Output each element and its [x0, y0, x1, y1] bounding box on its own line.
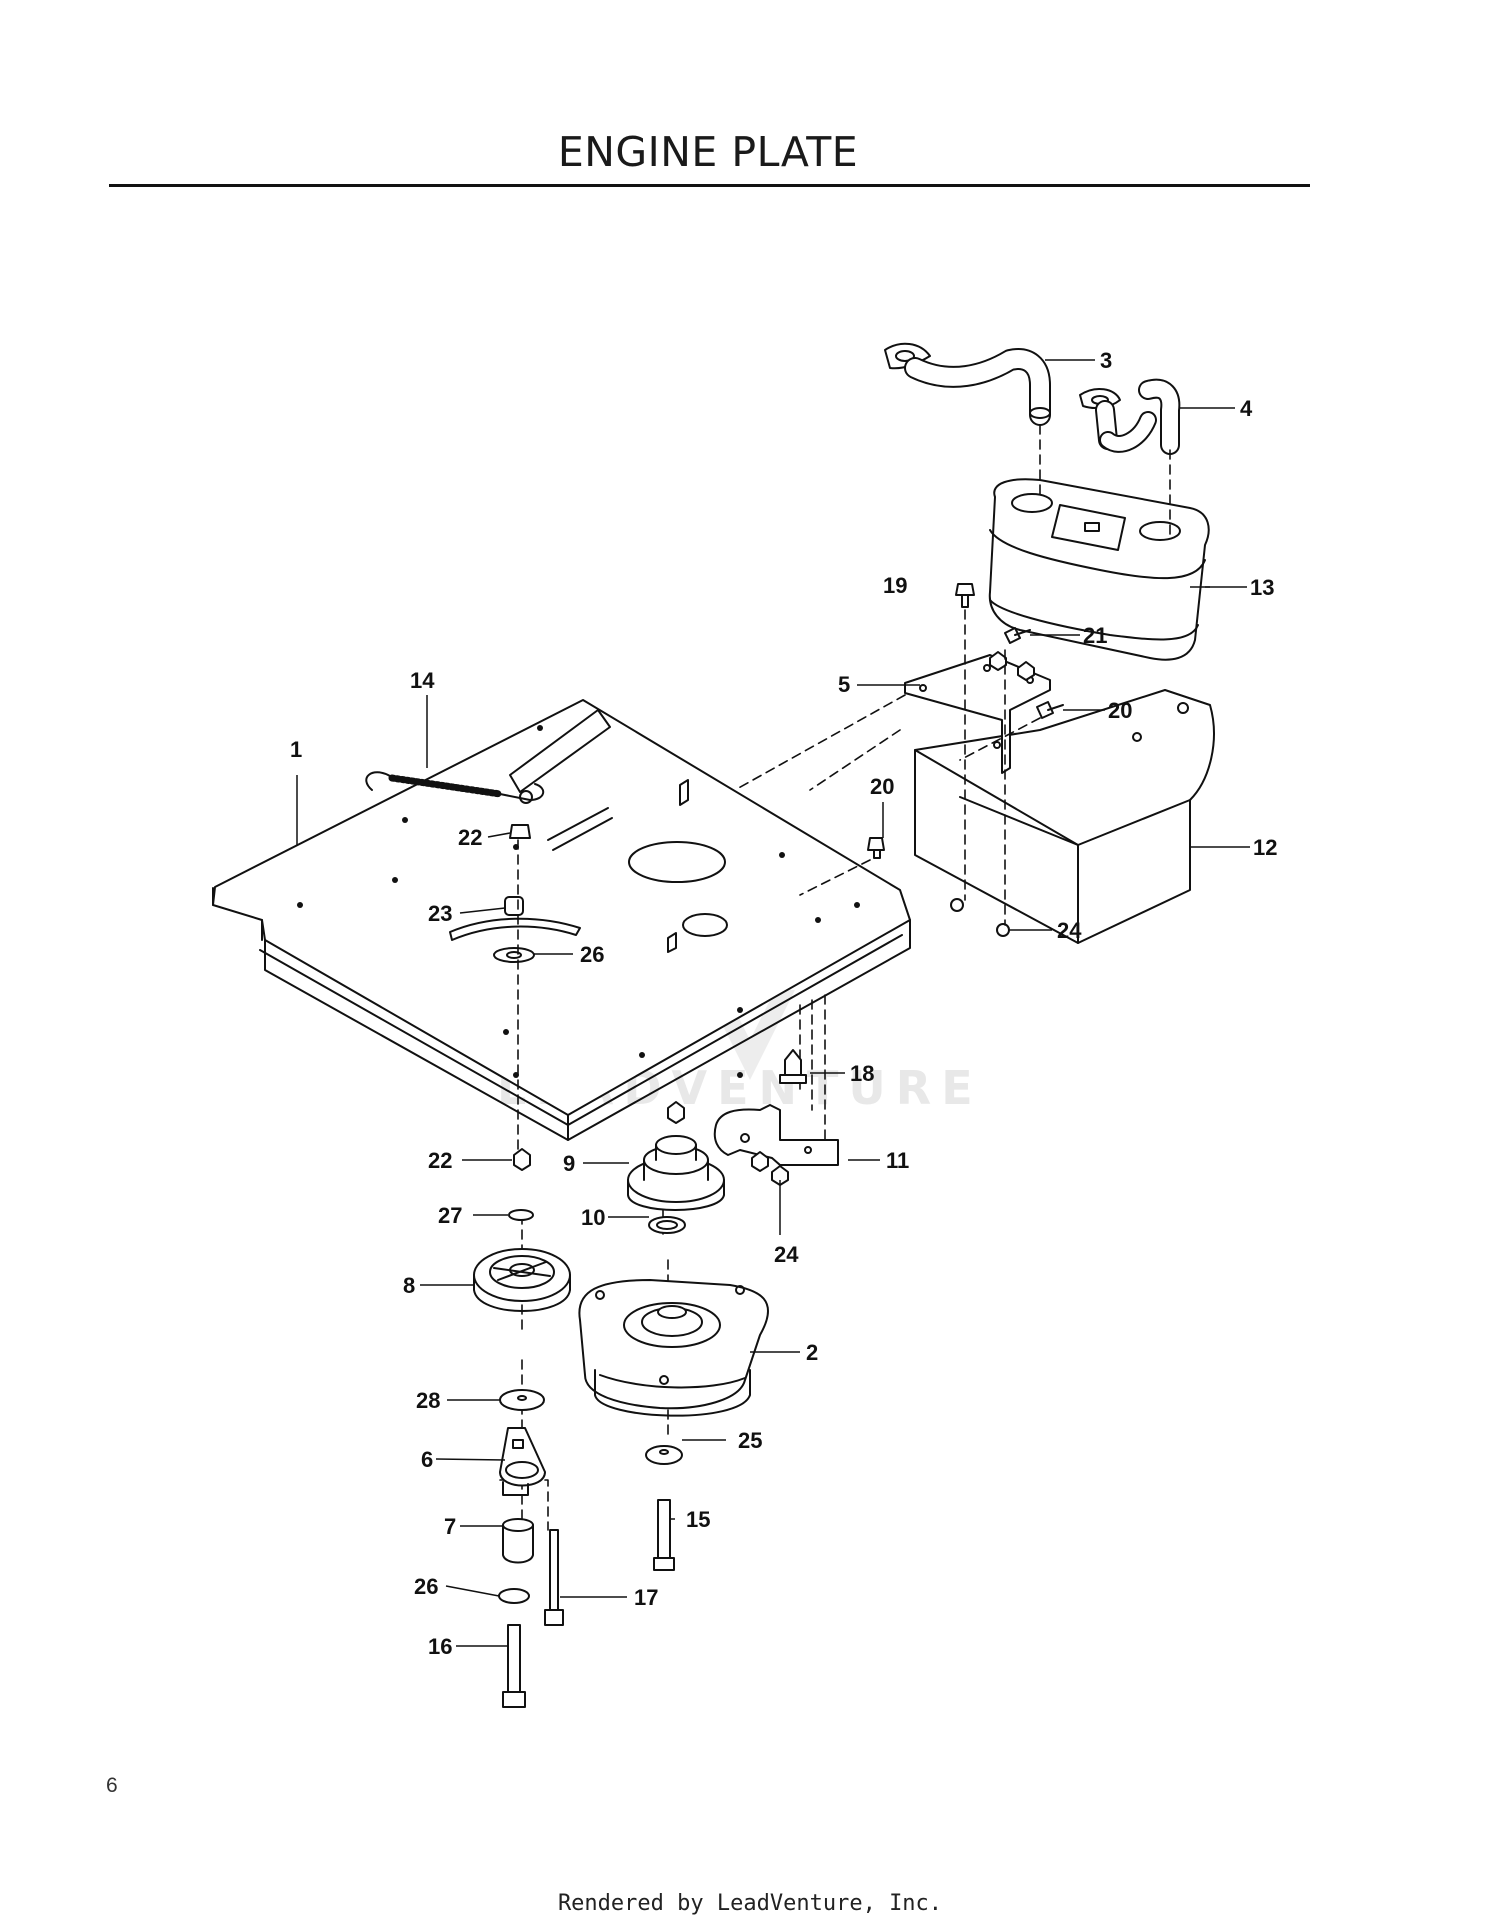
- callout-20b: 20: [870, 774, 894, 799]
- bolt-18: [779, 1049, 807, 1084]
- bolt-21: [1004, 627, 1031, 644]
- page-title: ENGINE PLATE: [557, 128, 859, 176]
- nut-24-right: [996, 923, 1010, 937]
- exhaust-pipe-left: [884, 342, 1051, 426]
- callout-24b: 24: [774, 1242, 799, 1267]
- callout-6: 6: [421, 1447, 433, 1472]
- callout-leaders: [296, 359, 1250, 1647]
- bolt-15: [653, 1499, 675, 1571]
- tension-spring: [365, 771, 545, 804]
- callout-21: 21: [1083, 623, 1107, 648]
- idler-pulley-9: [627, 1101, 725, 1211]
- callout-19: 19: [883, 573, 907, 598]
- callout-14: 14: [410, 668, 435, 693]
- pto-clutch: [578, 1279, 770, 1417]
- idler-arm: [499, 1427, 546, 1496]
- title-rule: [109, 184, 1310, 187]
- callout-26a: 26: [580, 942, 604, 967]
- bolt-20-upper: [1036, 701, 1064, 719]
- heat-shield: [914, 689, 1215, 944]
- callout-11: 11: [886, 1148, 909, 1173]
- exhaust-pipe-right: [1079, 378, 1181, 455]
- callout-22b: 22: [428, 1148, 452, 1173]
- callout-7: 7: [444, 1514, 456, 1539]
- callout-12: 12: [1253, 835, 1277, 860]
- callout-16: 16: [428, 1634, 452, 1659]
- washer-26-lower: [498, 1588, 530, 1604]
- idler-slot: [449, 896, 581, 963]
- callout-28: 28: [416, 1388, 440, 1413]
- callout-24a: 24: [1057, 918, 1082, 943]
- spacer-10: [648, 1216, 686, 1234]
- callout-26b: 26: [414, 1574, 438, 1599]
- callout-20a: 20: [1108, 698, 1132, 723]
- bushing-7: [502, 1518, 534, 1564]
- callout-4: 4: [1240, 396, 1253, 421]
- callout-1: 1: [290, 737, 302, 762]
- callout-18: 18: [850, 1061, 874, 1086]
- callout-25: 25: [738, 1428, 762, 1453]
- callout-10: 10: [581, 1205, 605, 1230]
- callout-13: 13: [1250, 575, 1274, 600]
- idler-bracket: [713, 1104, 839, 1166]
- bolt-16: [502, 1624, 526, 1708]
- bolt-19: [955, 583, 975, 608]
- muffler: [988, 478, 1210, 661]
- callout-2: 2: [806, 1340, 818, 1365]
- hex-nut-upper: [509, 824, 531, 839]
- callout-8: 8: [403, 1273, 415, 1298]
- page-number: 6: [106, 1774, 118, 1797]
- bolt-17: [544, 1529, 564, 1626]
- callout-22a: 22: [458, 825, 482, 850]
- footer-credit: Rendered by LeadVenture, Inc.: [557, 1891, 943, 1916]
- callout-3: 3: [1100, 348, 1112, 373]
- bolt-20-lower: [867, 837, 885, 859]
- hex-nut-lower: [513, 1148, 531, 1171]
- callout-15: 15: [686, 1507, 710, 1532]
- callout-numbers: 1 14 3 4 19 13 21 5 20 20 12 24 22 23 26…: [290, 348, 1277, 1659]
- nut-24-left: [950, 898, 964, 912]
- callout-5: 5: [838, 672, 850, 697]
- callout-9: 9: [563, 1151, 575, 1176]
- callout-27: 27: [438, 1203, 462, 1228]
- callout-17: 17: [634, 1585, 658, 1610]
- idler-pulley-8: [473, 1248, 571, 1312]
- washer-27: [508, 1209, 534, 1221]
- callout-23: 23: [428, 901, 452, 926]
- nut-24-bracket: [751, 1151, 769, 1172]
- engine-plate: [212, 699, 911, 1141]
